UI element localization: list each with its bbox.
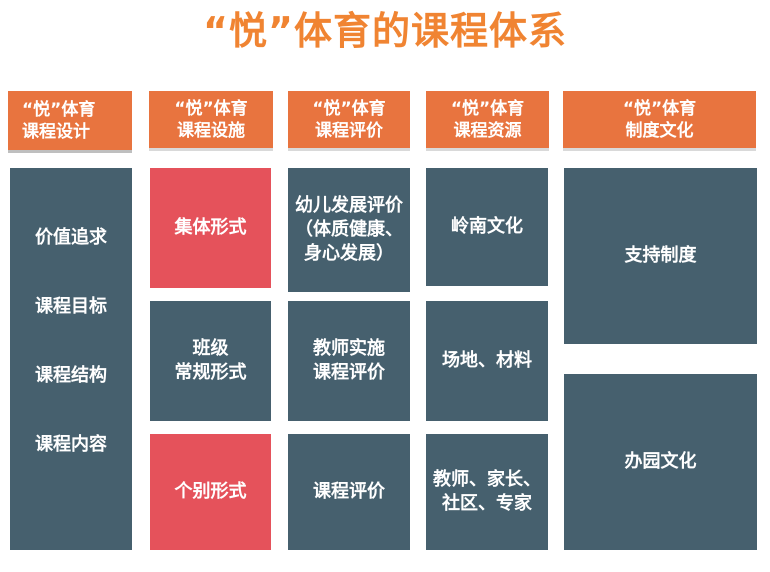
header-course-design: “悦”体育 课程设计 [8,91,132,153]
resource-venue-materials: 场地、材料 [426,301,548,421]
resource-lingnan-culture: 岭南文化 [426,168,548,286]
culture-support-system: 支持制度 [564,168,757,344]
header-course-evaluation: “悦”体育 课程评价 [288,91,410,151]
evaluation-teacher-implementation: 教师实施 课程评价 [288,301,410,421]
resource-people: 教师、家长、 社区、专家 [426,434,548,550]
evaluation-child-development: 幼儿发展评价 （体质健康、 身心发展） [288,168,410,292]
evaluation-course: 课程评价 [288,434,410,550]
header-course-resources: “悦”体育 课程资源 [426,91,549,151]
design-item-course-structure: 课程结构 [35,365,107,386]
facility-class-routine: 班级 常规形式 [150,301,271,421]
culture-campus-culture: 办园文化 [564,374,757,550]
design-item-course-content: 课程内容 [35,434,107,455]
design-item-course-goals: 课程目标 [35,296,107,317]
page-title: “悦”体育的课程体系 [203,9,567,53]
header-system-culture: “悦”体育 制度文化 [563,91,756,151]
design-items-box: 价值追求 课程目标 课程结构 课程内容 [10,168,132,550]
facility-individual: 个别形式 [150,434,271,550]
design-item-value-pursuit: 价值追求 [35,227,107,248]
header-course-facilities: “悦”体育 课程设施 [149,91,273,151]
facility-collective: 集体形式 [150,168,271,288]
